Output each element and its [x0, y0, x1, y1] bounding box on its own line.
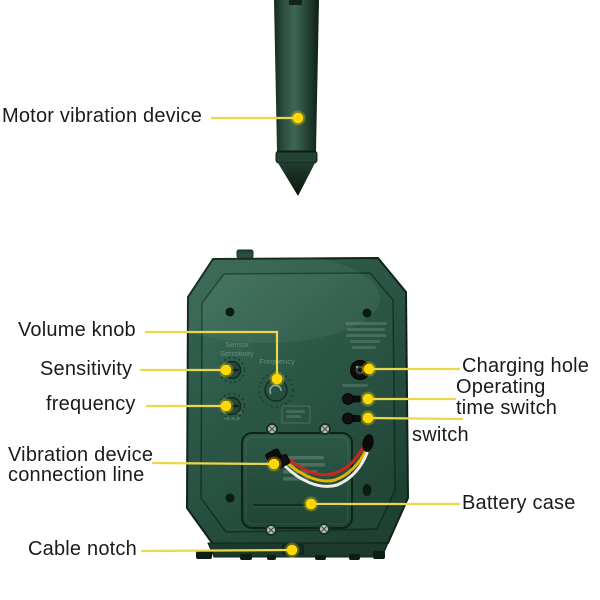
callout-dots [218, 110, 377, 558]
device-back-housing: Sensor Sensitivity Frequency [150, 249, 409, 560]
spike-tip [278, 163, 315, 196]
operating-time-switch-toggle [342, 393, 362, 405]
label-charging-hole: Charging hole [462, 355, 590, 377]
molded-center-tag [281, 405, 311, 424]
sensor-label-line1: Sensor [225, 340, 249, 349]
screw-holes [225, 307, 372, 503]
callout-dot-charging [363, 363, 375, 375]
ground-spike [274, 0, 319, 196]
spike-cap [275, 150, 318, 164]
label-switch: switch [412, 424, 469, 446]
callout-dot-vibration [268, 458, 280, 470]
callout-dot-motor [292, 112, 304, 124]
label-vibration-device-connection-line: Vibration device connection line [8, 444, 154, 486]
vibration-connection-wire [283, 444, 369, 488]
bottom-feet [196, 551, 385, 560]
label-battery-case: Battery case [462, 492, 576, 514]
callout-line-volume [144, 330, 279, 381]
callout-dot-battery [305, 498, 317, 510]
callout-dot-frequency [220, 400, 232, 412]
callout-dot-volume [271, 373, 283, 385]
power-switch-toggle [342, 412, 362, 425]
sensor-label-line2: Sensitivity [220, 349, 254, 358]
label-sensitivity: Sensitivity [40, 358, 133, 380]
callout-dot-switch [362, 412, 374, 424]
label-motor-vibration-device: Motor vibration device [2, 105, 203, 127]
wire-grommet [362, 434, 374, 452]
spike-top-mark [289, 0, 302, 5]
callout-dot-sensitivity [220, 364, 232, 376]
label-cable-notch: Cable notch [28, 538, 137, 560]
callout-line-switch [366, 416, 464, 421]
label-frequency: frequency [46, 393, 136, 415]
callout-lines [139, 116, 464, 553]
label-volume-knob: Volume knob [18, 319, 136, 341]
callout-dot-cable [286, 544, 298, 556]
label-operating-time-switch: Operating time switch [456, 376, 558, 419]
callout-line-vibration [151, 461, 276, 466]
callout-line-cable [140, 548, 294, 553]
callout-dot-operating [362, 393, 374, 405]
battery-panel-screws [265, 423, 331, 536]
